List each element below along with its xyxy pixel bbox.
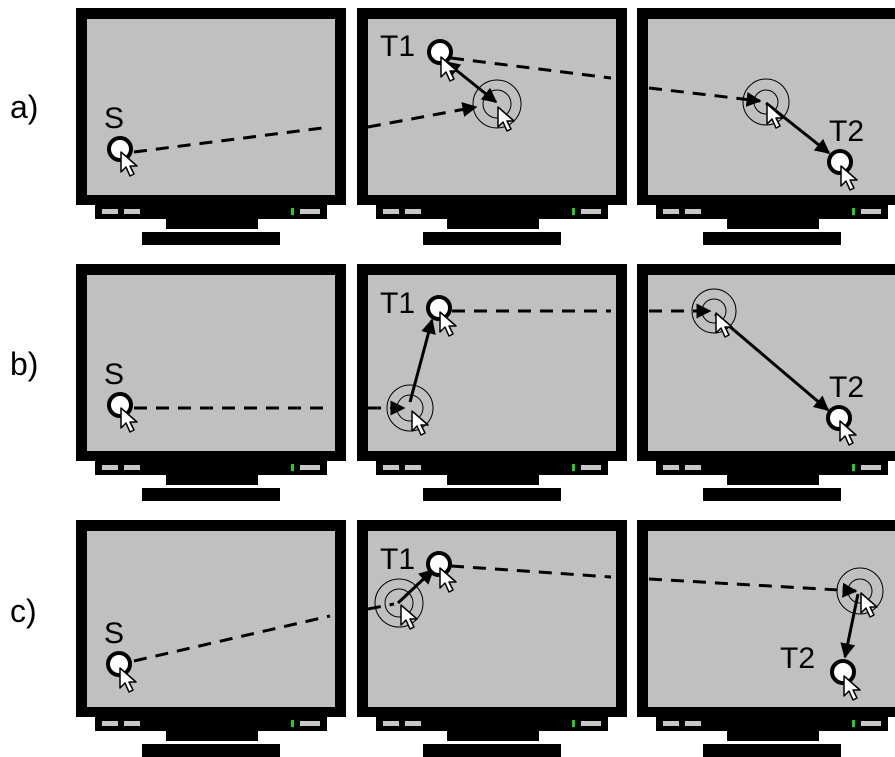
start-target-icon (108, 653, 130, 675)
target2-label: T2 (780, 642, 815, 675)
target2-label: T2 (829, 371, 864, 404)
target1-icon (429, 41, 451, 63)
target1-icon (428, 297, 450, 319)
start-label: S (104, 358, 124, 391)
target1-label: T1 (380, 30, 415, 63)
start-label: S (104, 102, 124, 135)
row-label-b: b) (10, 346, 38, 382)
target1-label: T1 (380, 287, 415, 320)
target2-icon (828, 407, 850, 429)
monitor-icon (637, 520, 895, 757)
target1-label: T1 (380, 543, 415, 576)
target2-icon (829, 151, 851, 173)
row-label-a: a) (10, 89, 38, 125)
start-target-icon (109, 138, 131, 160)
row-label-c: c) (10, 593, 37, 629)
target1-icon (428, 553, 450, 575)
start-label: S (104, 617, 124, 650)
start-target-icon (109, 394, 131, 416)
target2-label: T2 (829, 115, 864, 148)
target2-icon (832, 661, 854, 683)
